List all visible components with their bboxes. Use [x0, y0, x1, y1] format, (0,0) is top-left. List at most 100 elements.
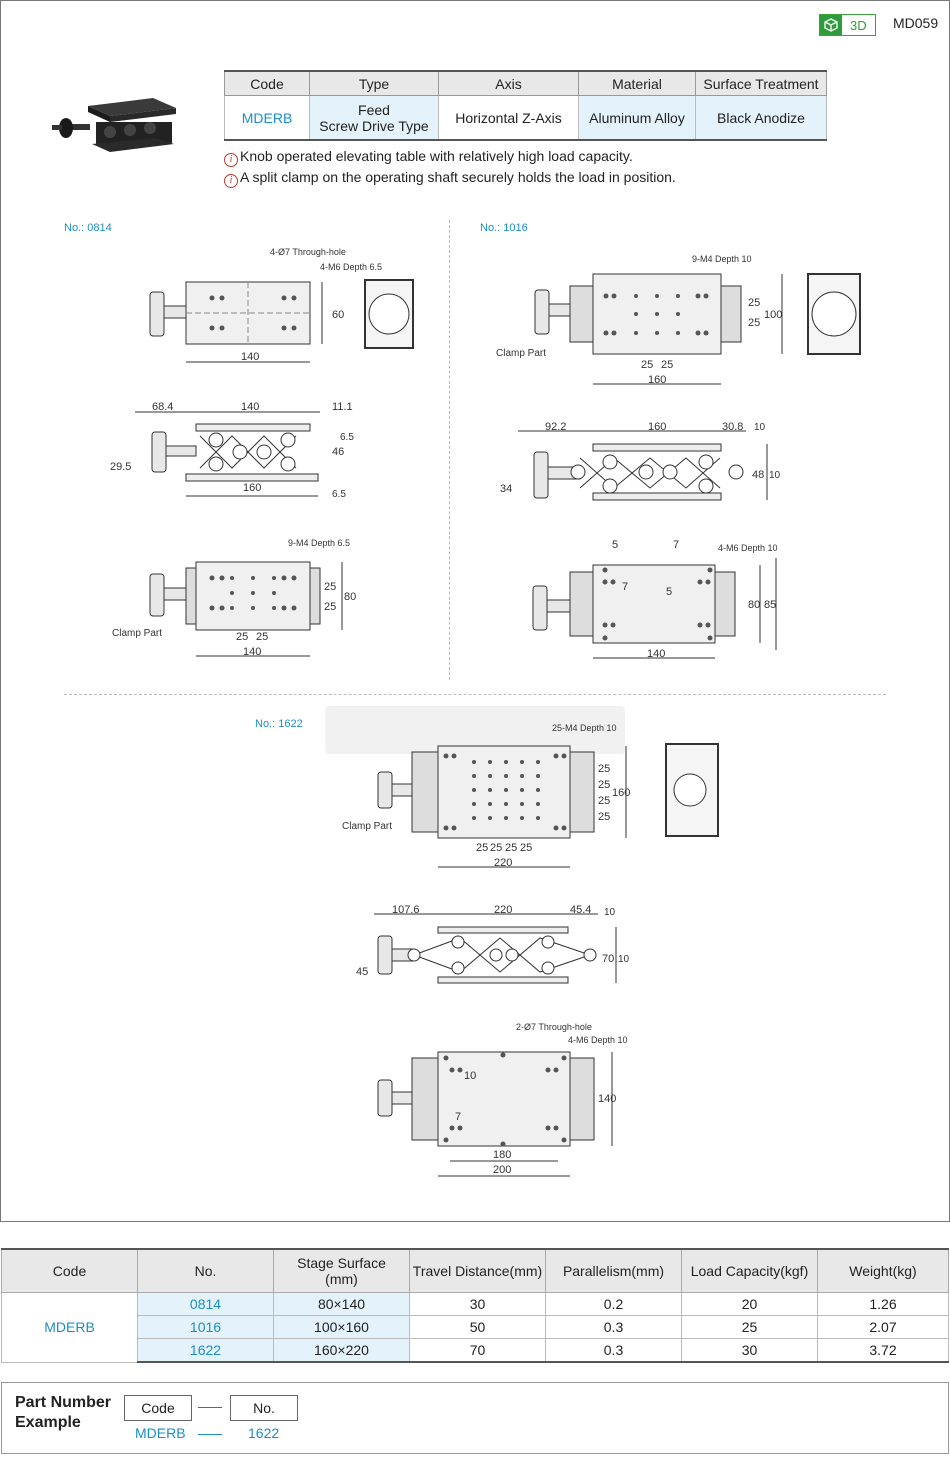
dim-1016-bottom-tap: 4-M6 Depth 10	[718, 543, 778, 553]
table-row: 1622 160×220 70 0.3 30 3.72	[2, 1338, 949, 1363]
dim-1622-bottom-hole: 2-Ø7 Through-hole	[516, 1022, 592, 1032]
dim-0814-hole: 4-Ø7 Through-hole	[270, 247, 346, 257]
dim-1622-bottom-d10: 10	[464, 1070, 476, 1082]
pn-no-box: No.	[230, 1395, 298, 1421]
dim-0814-side-h3: 6.5	[332, 489, 346, 500]
dim-1622-side-htop: 10	[604, 907, 616, 918]
dim-1622-side-right: 45.4	[570, 904, 591, 916]
row-parallelism: 0.2	[545, 1292, 682, 1316]
technical-drawings: 4-Ø7 Through-hole 4-M6 Depth 6.5 140 60 …	[110, 247, 861, 1177]
dim-1016-top-width: 160	[648, 374, 666, 386]
row-code[interactable]: MDERB	[1, 1292, 138, 1363]
dim-0814-side-shaft: 29.5	[110, 461, 131, 473]
dim-0814-bottom-p2: 25	[256, 631, 268, 643]
dim-1016-bottom-d2: 7	[673, 539, 679, 551]
row-parallelism: 0.3	[545, 1338, 682, 1363]
dim-1016-top-p1: 25	[641, 359, 653, 371]
dim-0814-bottom-v2: 25	[324, 601, 336, 613]
dim-1016-side-width: 160	[648, 421, 666, 433]
doc-code: MD059	[893, 15, 939, 31]
dim-1622-side-hbot: 10	[618, 954, 630, 965]
dim-0814-top-width: 140	[241, 351, 259, 363]
dim-0814-side-h1: 46	[332, 446, 344, 458]
spec-surface: Black Anodize	[695, 95, 827, 141]
pn-code-box: Code	[124, 1395, 192, 1421]
dim-1622-bottom-d7: 7	[455, 1111, 461, 1123]
dim-1016-bottom-v7: 7	[622, 581, 628, 593]
dim-0814-bottom-v1: 25	[324, 581, 336, 593]
dim-1016-top-v2: 25	[748, 317, 760, 329]
row-stage: 80×140	[273, 1292, 410, 1316]
drawing-1016-top	[534, 273, 861, 385]
dim-1016-top-height: 100	[764, 309, 782, 321]
row-stage: 100×160	[273, 1315, 410, 1339]
spec-material: Aluminum Alloy	[578, 95, 696, 141]
row-no[interactable]: 0814	[137, 1292, 274, 1316]
dim-1016-side-shaft: 34	[500, 483, 512, 495]
drawing-1016-bottom	[532, 558, 777, 659]
product-photo	[52, 98, 176, 152]
3d-badge[interactable]: 3D	[819, 14, 876, 36]
drawing-0814-bottom	[149, 561, 343, 657]
dim-1622-top-clamp: Clamp Part	[342, 821, 392, 832]
dim-0814-side-width: 140	[241, 401, 259, 413]
row-no[interactable]: 1016	[137, 1315, 274, 1339]
dim-1016-bottom-width: 140	[647, 648, 665, 660]
dim-1622-bottom-w1: 180	[493, 1149, 511, 1161]
pn-value-dash	[198, 1434, 222, 1435]
drawing-1622-top	[377, 743, 719, 868]
spec-axis: Horizontal Z-Axis	[438, 95, 579, 141]
info-icon: i	[224, 174, 238, 188]
dim-0814-side-base: 160	[243, 482, 261, 494]
table-row: MDERB 0814 80×140 30 0.2 20 1.26	[1, 1292, 949, 1363]
dim-1622-top-p1: 25	[476, 842, 488, 854]
row-weight: 1.26	[817, 1292, 949, 1316]
dim-0814-bottom-height: 80	[344, 591, 356, 603]
row-weight: 2.07	[817, 1315, 949, 1339]
drawing-1622-bottom	[377, 1051, 613, 1177]
dim-1016-side-hmid: 48	[752, 469, 764, 481]
row-load: 20	[681, 1292, 818, 1316]
row-travel: 30	[409, 1292, 546, 1316]
pn-dash	[198, 1407, 222, 1408]
dim-1622-top-p4: 25	[520, 842, 532, 854]
dim-1016-side-hbot: 10	[769, 470, 781, 481]
col-travel: Travel Distance(mm)	[409, 1248, 546, 1293]
spec-code[interactable]: MDERB	[224, 95, 310, 141]
dim-1622-side-width: 220	[494, 904, 512, 916]
row-load: 25	[681, 1315, 818, 1339]
dim-1622-top-width: 220	[494, 857, 512, 869]
dim-1622-top-p3: 25	[505, 842, 517, 854]
row-stage: 160×220	[273, 1338, 410, 1363]
drawing-0814-side	[135, 411, 320, 497]
row-travel: 70	[409, 1338, 546, 1363]
dim-1016-top-clamp: Clamp Part	[496, 348, 546, 359]
dim-1622-side-shaft: 45	[356, 966, 368, 978]
row-no[interactable]: 1622	[137, 1338, 274, 1363]
dim-0814-bottom-width: 140	[243, 646, 261, 658]
dim-1016-bottom-h2: 85	[764, 599, 776, 611]
col-load: Load Capacity(kgf)	[681, 1248, 818, 1293]
col-stage: Stage Surface(mm)	[273, 1248, 410, 1293]
divider-vertical	[449, 220, 450, 680]
dim-1622-top-v3: 25	[598, 795, 610, 807]
dim-1622-bottom-w2: 200	[493, 1164, 511, 1176]
drawing-1016-side	[518, 430, 768, 501]
spec-header-surface: Surface Treatment	[695, 70, 827, 96]
spec-header-axis: Axis	[438, 70, 579, 96]
dim-0814-bottom-clamp: Clamp Part	[112, 628, 162, 639]
row-parallelism: 0.3	[545, 1315, 682, 1339]
divider-horizontal	[64, 694, 886, 695]
col-code: Code	[1, 1248, 138, 1293]
drawing-1622-side	[374, 913, 617, 984]
pn-code-value: MDERB	[135, 1425, 186, 1441]
row-weight: 3.72	[817, 1338, 949, 1363]
dim-1016-bottom-v5: 5	[666, 586, 672, 598]
dim-1622-bottom-height: 140	[598, 1093, 616, 1105]
dim-1622-top-height: 160	[612, 787, 630, 799]
col-parallelism: Parallelism(mm)	[545, 1248, 682, 1293]
